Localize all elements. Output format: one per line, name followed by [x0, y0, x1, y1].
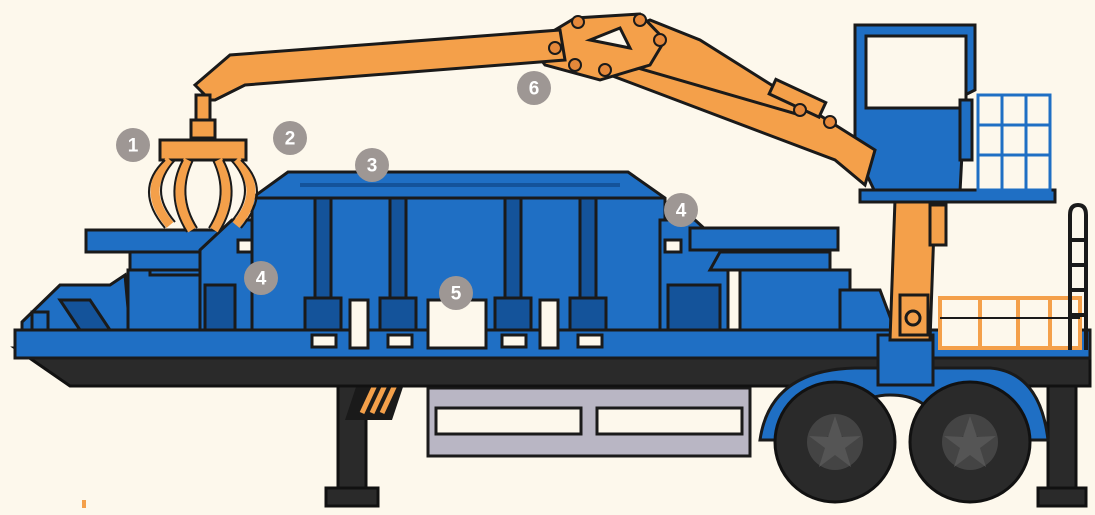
callout-baler-chamber: 3 [355, 148, 389, 182]
trailer-underframe [428, 388, 750, 456]
callout-chamber-base: 5 [439, 276, 473, 310]
boom-stick [195, 30, 565, 100]
right-end-block [660, 220, 895, 330]
callout-label: 1 [128, 136, 139, 157]
callout-label: 4 [676, 201, 687, 222]
callout-label: 3 [367, 156, 378, 177]
chamber-rib [315, 198, 331, 298]
callout-label: 2 [285, 129, 296, 150]
callout-grapple: 1 [116, 128, 150, 162]
underframe-window-2 [597, 408, 742, 434]
callout-label: 4 [256, 269, 267, 290]
chamber-rib [580, 198, 596, 298]
cab-cage [978, 95, 1050, 190]
underframe-window-1 [436, 408, 581, 434]
wheel-front [775, 382, 895, 502]
grapple [149, 140, 257, 232]
callout-left-end: 4 [244, 261, 278, 295]
rear-platform [940, 298, 1080, 348]
callout-label: 6 [529, 79, 540, 100]
support-leg-right-foot [1038, 488, 1086, 506]
operator-cab [855, 25, 1055, 202]
baler-chamber [252, 172, 665, 348]
callout-arm-tip: 2 [273, 121, 307, 155]
decor-mark [82, 500, 86, 508]
callout-right-end: 4 [664, 193, 698, 227]
support-leg-left-foot [326, 488, 378, 506]
callout-label: 5 [451, 284, 462, 305]
cab-window [866, 36, 966, 108]
callout-boom: 6 [517, 71, 551, 105]
chamber-rib [390, 198, 406, 298]
support-leg-right [1048, 372, 1076, 492]
chamber-rib [505, 198, 521, 298]
wheel-assembly [760, 368, 1048, 502]
wheel-rear [910, 382, 1030, 502]
